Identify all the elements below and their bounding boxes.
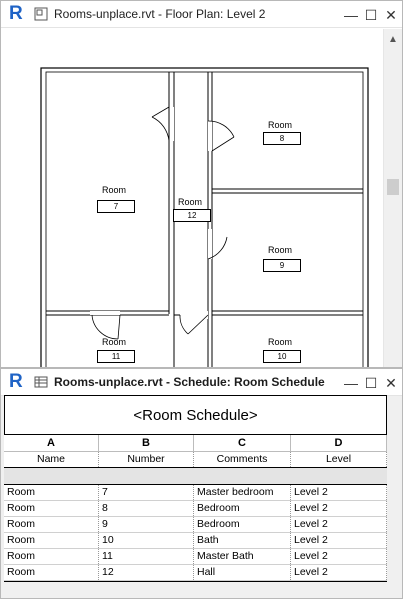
cell-number[interactable]: 12 bbox=[99, 565, 194, 580]
schedule-title: Rooms-unplace.rvt - Schedule: Room Sched… bbox=[54, 375, 325, 389]
minimize-button[interactable]: — bbox=[344, 6, 358, 23]
floor-plan-vertical-scrollbar[interactable]: ▲ bbox=[383, 29, 402, 367]
cell-comments[interactable]: Master Bath bbox=[194, 549, 291, 564]
room-label-7: Room bbox=[101, 185, 126, 195]
floor-plan-titlebar[interactable]: R Rooms-unplace.rvt - Floor Plan: Level … bbox=[1, 1, 402, 28]
column-letter-row: A B C D bbox=[4, 435, 387, 452]
maximize-button[interactable]: ☐ bbox=[364, 374, 378, 391]
scroll-thumb[interactable] bbox=[387, 179, 399, 195]
table-row[interactable]: Room 10 Bath Level 2 bbox=[4, 533, 387, 549]
cell-comments[interactable]: Bedroom bbox=[194, 501, 291, 516]
table-row[interactable]: Room 9 Bedroom Level 2 bbox=[4, 517, 387, 533]
cell-name[interactable]: Room bbox=[4, 517, 99, 532]
cell-comments[interactable]: Hall bbox=[194, 565, 291, 580]
room-label-10: Room bbox=[267, 337, 292, 347]
cell-level[interactable]: Level 2 bbox=[291, 501, 387, 516]
room-tag-10[interactable]: 10 bbox=[263, 350, 301, 363]
floor-plan-view-icon bbox=[34, 7, 48, 21]
cell-level[interactable]: Level 2 bbox=[291, 549, 387, 564]
table-divider bbox=[4, 484, 387, 485]
cell-level[interactable]: Level 2 bbox=[291, 485, 387, 500]
table-row[interactable]: Room 8 Bedroom Level 2 bbox=[4, 501, 387, 517]
cell-comments[interactable]: Master bedroom bbox=[194, 485, 291, 500]
schedule-grid[interactable]: A B C D Name Number Comments Level Room … bbox=[4, 435, 387, 582]
table-row[interactable]: Room 12 Hall Level 2 bbox=[4, 565, 387, 581]
table-bottom-border bbox=[4, 581, 387, 582]
cell-number[interactable]: 8 bbox=[99, 501, 194, 516]
cell-number[interactable]: 9 bbox=[99, 517, 194, 532]
room-tag-12[interactable]: 12 bbox=[173, 209, 211, 222]
room-label-11: Room bbox=[101, 337, 126, 347]
schedule-title-cell[interactable]: <Room Schedule> bbox=[4, 395, 387, 435]
room-tag-7[interactable]: 7 bbox=[97, 200, 135, 213]
revit-logo-icon: R bbox=[9, 371, 23, 392]
cell-level[interactable]: Level 2 bbox=[291, 533, 387, 548]
cell-name[interactable]: Room bbox=[4, 501, 99, 516]
floor-plan-window[interactable]: R Rooms-unplace.rvt - Floor Plan: Level … bbox=[0, 0, 403, 368]
column-letter-d[interactable]: D bbox=[291, 435, 387, 451]
room-label-12: Room bbox=[177, 197, 202, 207]
cell-comments[interactable]: Bath bbox=[194, 533, 291, 548]
cell-name[interactable]: Room bbox=[4, 565, 99, 580]
minimize-button[interactable]: — bbox=[344, 374, 358, 391]
floor-plan-drawing bbox=[40, 67, 369, 367]
column-letter-c[interactable]: C bbox=[194, 435, 291, 451]
cell-name[interactable]: Room bbox=[4, 533, 99, 548]
column-header-level[interactable]: Level bbox=[291, 452, 387, 467]
blank-separator-row bbox=[4, 468, 387, 484]
cell-name[interactable]: Room bbox=[4, 549, 99, 564]
cell-number[interactable]: 7 bbox=[99, 485, 194, 500]
room-label-8: Room bbox=[267, 120, 292, 130]
cell-level[interactable]: Level 2 bbox=[291, 565, 387, 580]
cell-comments[interactable]: Bedroom bbox=[194, 517, 291, 532]
schedule-titlebar[interactable]: R Rooms-unplace.rvt - Schedule: Room Sch… bbox=[1, 369, 402, 396]
close-button[interactable]: ✕ bbox=[385, 374, 397, 391]
room-tag-8[interactable]: 8 bbox=[263, 132, 301, 145]
column-header-comments[interactable]: Comments bbox=[194, 452, 291, 467]
cell-level[interactable]: Level 2 bbox=[291, 517, 387, 532]
schedule-view-icon bbox=[34, 376, 48, 388]
room-tag-9[interactable]: 9 bbox=[263, 259, 301, 272]
table-row[interactable]: Room 11 Master Bath Level 2 bbox=[4, 549, 387, 565]
column-letter-a[interactable]: A bbox=[4, 435, 99, 451]
column-header-number[interactable]: Number bbox=[99, 452, 194, 467]
maximize-button[interactable]: ☐ bbox=[364, 6, 378, 23]
table-row[interactable]: Room 7 Master bedroom Level 2 bbox=[4, 485, 387, 501]
column-header-name[interactable]: Name bbox=[4, 452, 99, 467]
cell-number[interactable]: 10 bbox=[99, 533, 194, 548]
column-letter-b[interactable]: B bbox=[99, 435, 194, 451]
cell-number[interactable]: 11 bbox=[99, 549, 194, 564]
column-header-row: Name Number Comments Level bbox=[4, 452, 387, 468]
room-tag-11[interactable]: 11 bbox=[97, 350, 135, 363]
room-label-9: Room bbox=[267, 245, 292, 255]
scroll-up-icon[interactable]: ▲ bbox=[388, 34, 398, 45]
revit-logo-icon: R bbox=[9, 3, 23, 24]
floor-plan-title: Rooms-unplace.rvt - Floor Plan: Level 2 bbox=[54, 7, 266, 21]
close-button[interactable]: ✕ bbox=[385, 6, 397, 23]
floor-plan-canvas[interactable]: Room 7 Room 8 Room 9 Room 10 Room 11 Roo… bbox=[2, 29, 383, 367]
cell-name[interactable]: Room bbox=[4, 485, 99, 500]
